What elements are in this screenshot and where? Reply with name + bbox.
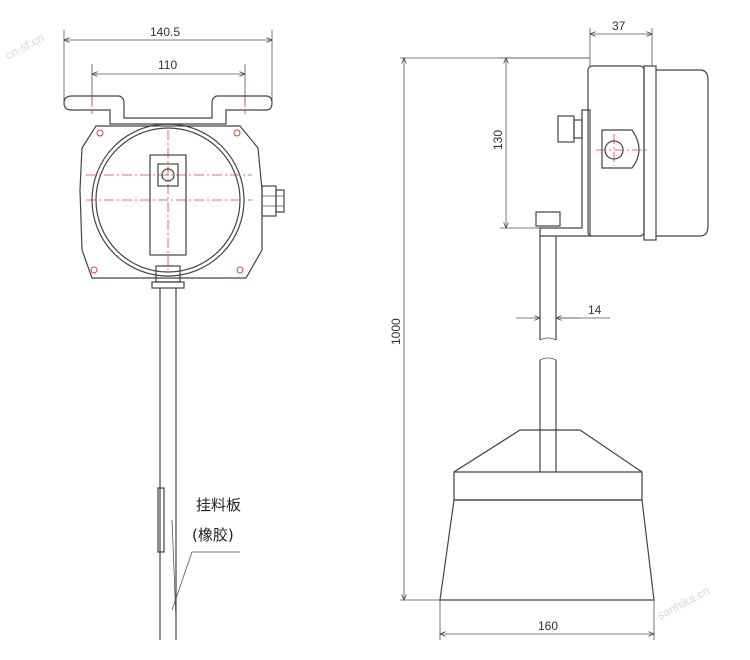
dim-side-total-length: 1000 xyxy=(389,318,403,345)
dim-front-mount-spacing: 110 xyxy=(158,58,177,72)
watermark-top-left: cn-sf.cn xyxy=(3,31,47,63)
watermark-bottom-right: sanhika.cn xyxy=(655,583,712,622)
callout-line2: (橡胶) xyxy=(192,526,234,544)
dim-side-body-height: 130 xyxy=(491,130,505,150)
front-view: 140.5 110 xyxy=(64,25,285,640)
dim-front-overall-width: 140.5 xyxy=(150,25,180,39)
dim-side-depth: 37 xyxy=(612,19,626,33)
dim-side-rod-diameter: 14 xyxy=(588,303,602,317)
callout-line1: 挂料板 xyxy=(196,496,241,514)
side-view: 37 1000 130 14 xyxy=(389,19,709,640)
dim-side-paddle-width: 160 xyxy=(538,619,558,633)
